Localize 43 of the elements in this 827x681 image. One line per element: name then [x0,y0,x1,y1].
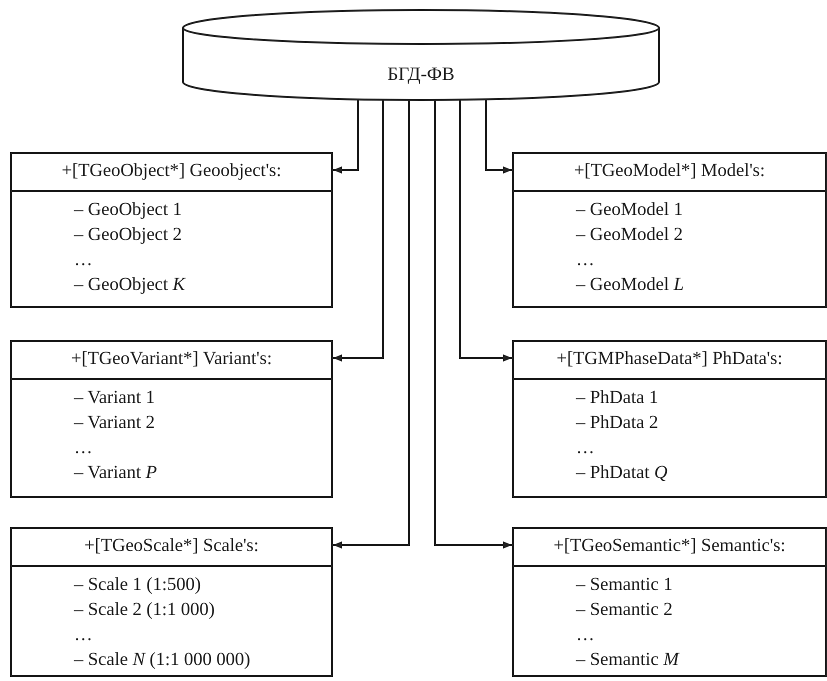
list-item: … [576,249,596,272]
list-item: – Scale 2 (1:1 000) [74,599,216,622]
list-item: – Variant 2 [74,412,156,435]
list-item: – Semantic 1 [576,574,674,597]
list-item: … [74,249,94,272]
class-header: +[TGeoVariant*] Variant's: [12,342,331,380]
class-header: +[TGeoObject*] Geoobject's: [12,154,331,192]
list-item: – Variant 1 [74,387,156,410]
list-item: … [74,437,94,460]
list-item: … [576,624,596,647]
list-item: – GeoObject 1 [74,199,183,222]
class-box [10,152,333,308]
class-box [512,152,827,308]
connector-arrow [333,99,410,549]
database-label: БГД-ФВ [386,64,456,86]
list-item: – GeoModel 1 [576,199,684,222]
connector-arrow [485,99,512,174]
class-box [10,527,333,677]
class-header: +[TGeoScale*] Scale's: [12,529,331,567]
class-box [10,340,333,498]
list-item: – Variant P [74,462,158,485]
list-item: – PhData 1 [576,387,660,410]
class-header: +[TGMPhaseData*] PhData's: [514,342,825,380]
connector-arrow [459,99,512,362]
class-box [512,340,827,498]
list-item: – PhDatat Q [576,462,668,485]
list-item: – GeoModel L [576,274,685,297]
list-item: – GeoModel 2 [576,224,684,247]
list-item: … [74,624,94,647]
list-item: – Scale 1 (1:500) [74,574,202,597]
list-item: – PhData 2 [576,412,660,435]
class-box [512,527,827,677]
list-item: … [576,437,596,460]
list-item: – Semantic 2 [576,599,674,622]
connector-arrow [434,99,512,549]
connector-arrow [333,99,359,174]
class-header: +[TGeoModel*] Model's: [514,154,825,192]
list-item: – Semantic M [576,649,680,672]
connector-arrow [333,99,384,362]
class-header: +[TGeoSemantic*] Semantic's: [514,529,825,567]
list-item: – GeoObject K [74,274,187,297]
list-item: – GeoObject 2 [74,224,183,247]
list-item: – Scale N (1:1 000 000) [74,649,252,672]
